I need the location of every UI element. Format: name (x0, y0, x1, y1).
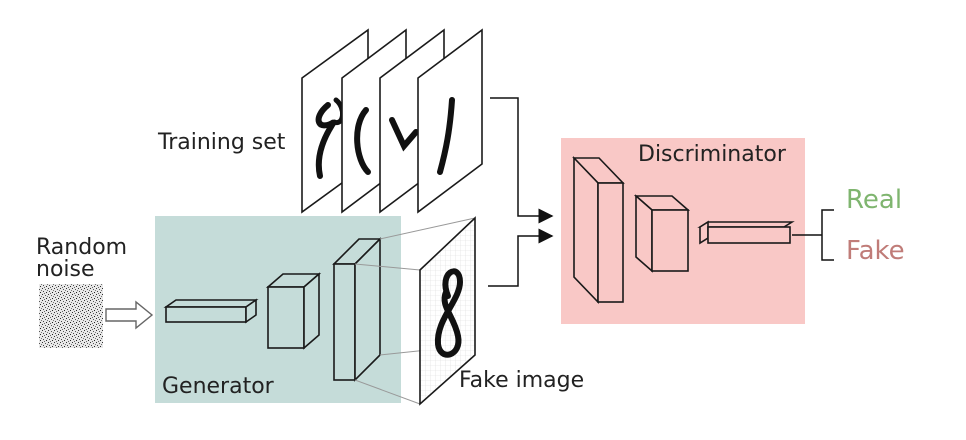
training-set-cards (301, 28, 483, 214)
generator-layer-1 (163, 298, 259, 324)
output-bracket (792, 209, 834, 261)
training-card-4 (417, 28, 483, 214)
random-noise-label-line2: noise (36, 257, 95, 282)
noise-arrow (105, 300, 154, 330)
discriminator-layer-2 (633, 194, 691, 273)
discriminator-blocks (572, 156, 795, 304)
random-noise-patch (39, 284, 103, 348)
discriminator-layer-3 (697, 220, 795, 245)
discriminator-label: Discriminator (638, 142, 787, 167)
real-label: Real (846, 185, 902, 215)
generator-layer-3 (332, 237, 382, 382)
fake-label: Fake (846, 236, 905, 266)
discriminator-layer-1 (572, 156, 625, 304)
fake-image-label: Fake image (459, 368, 584, 393)
fake-image-card (419, 216, 476, 406)
connector-lines (488, 97, 554, 287)
random-noise-label-line1: Random (36, 235, 127, 260)
generator-label: Generator (162, 374, 275, 399)
generator-layer-2 (265, 272, 322, 350)
training-set-label: Training set (157, 130, 286, 155)
